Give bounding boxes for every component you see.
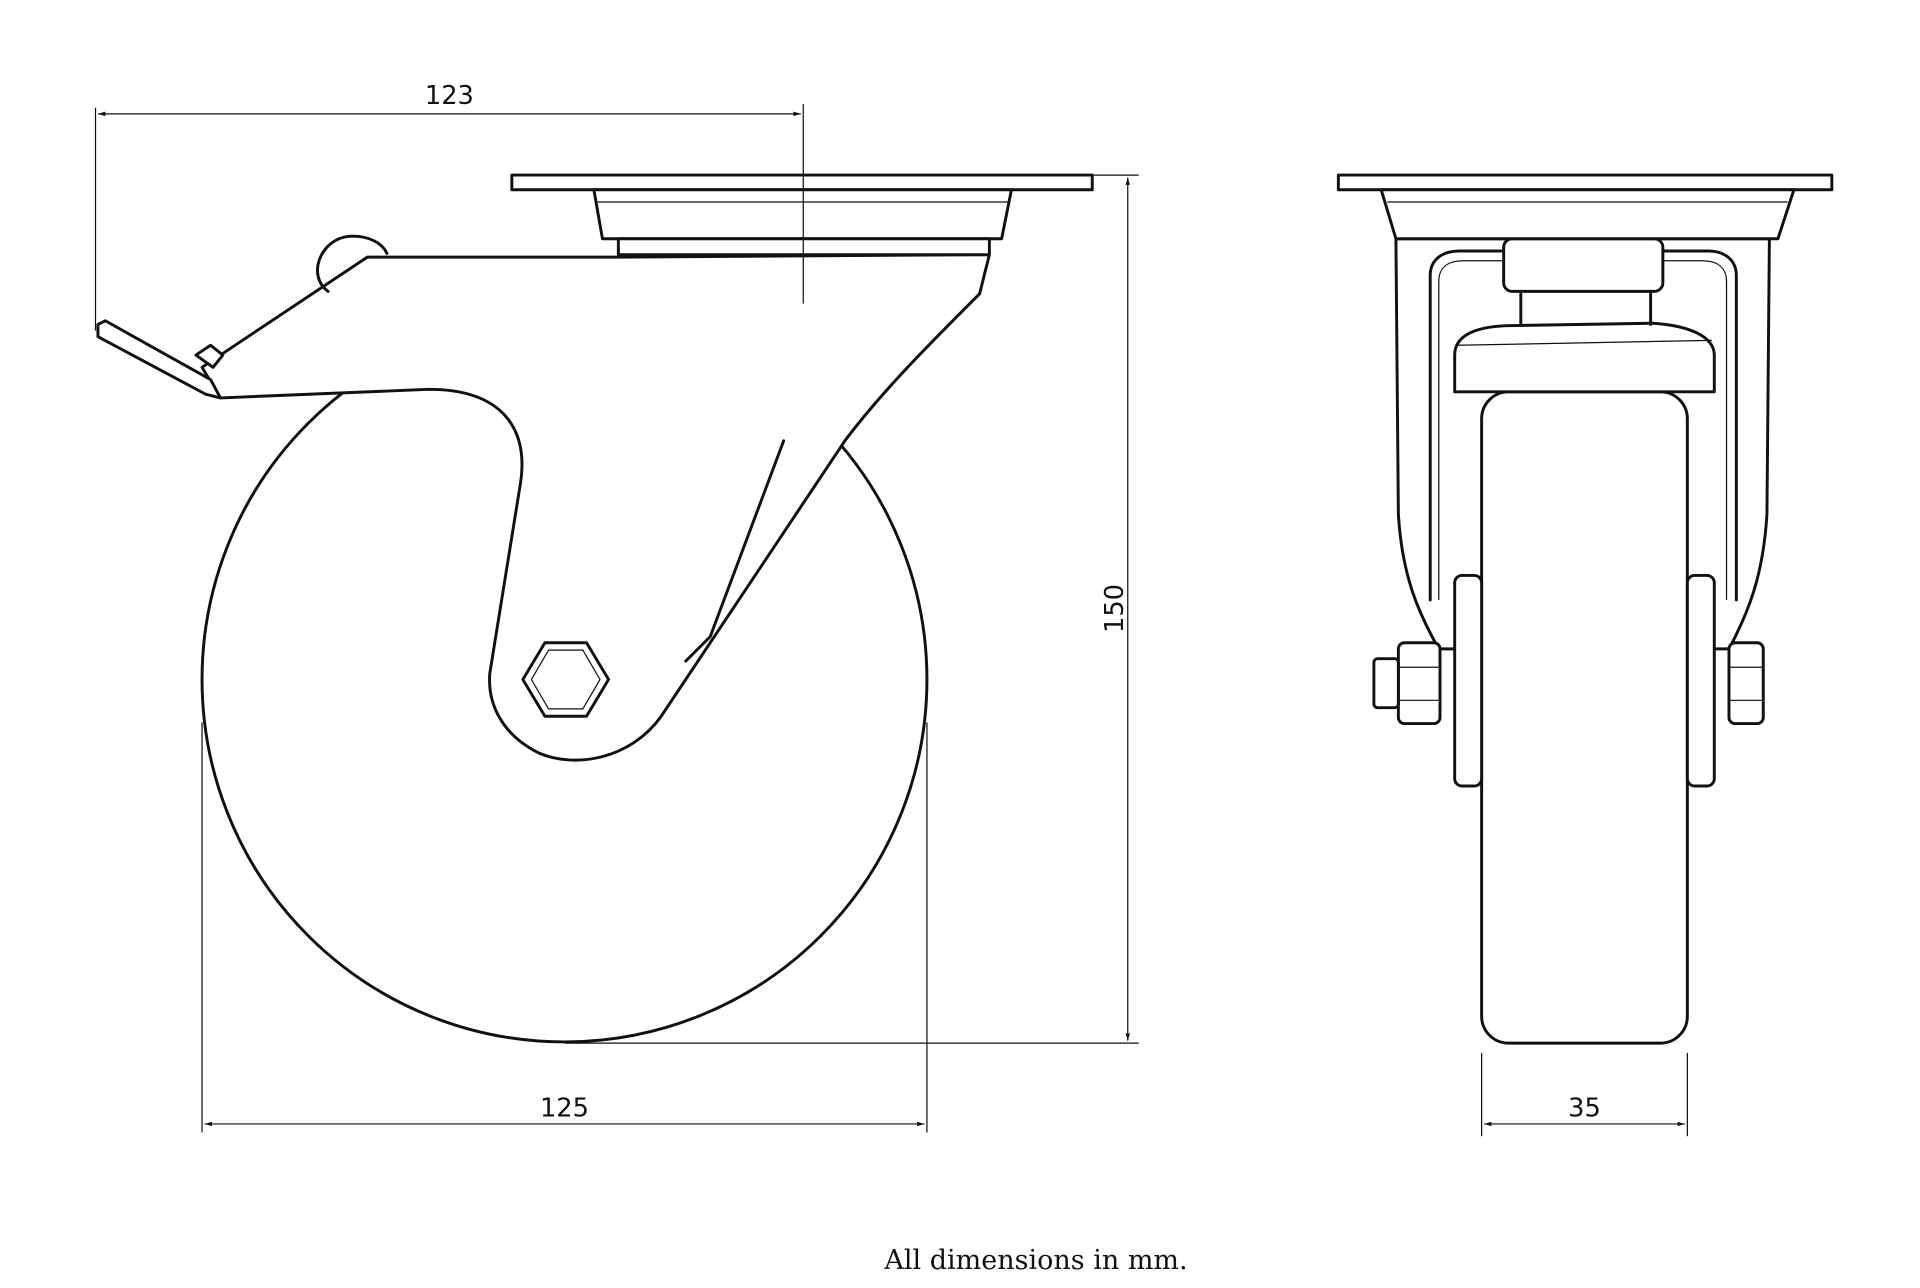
- fork-arm: [200, 253, 991, 762]
- brake-block: [1502, 237, 1665, 293]
- front-view: [1336, 173, 1834, 1045]
- dimension-height: 150: [564, 174, 1139, 1044]
- side-view: [96, 173, 1094, 1044]
- top-plate-side: [510, 173, 1094, 192]
- dimension-wheel-width: 35: [1481, 1052, 1688, 1137]
- dim-125-label: 125: [540, 1094, 589, 1124]
- footnote: All dimensions in mm.: [884, 1245, 1188, 1276]
- top-plate-front: [1336, 173, 1834, 192]
- dim-35-label: 35: [1568, 1094, 1601, 1124]
- dim-150-label: 150: [1100, 584, 1130, 633]
- dimension-offset: 123: [94, 81, 804, 331]
- dim-123-label: 123: [425, 81, 474, 111]
- brake-hook: [316, 234, 389, 293]
- brake-pad: [1453, 321, 1716, 394]
- wheel-front: [1480, 390, 1689, 1045]
- brake-lever: [96, 319, 222, 400]
- axle-nut-hex: [521, 641, 611, 718]
- dimension-wheel-diameter: 125: [201, 722, 928, 1133]
